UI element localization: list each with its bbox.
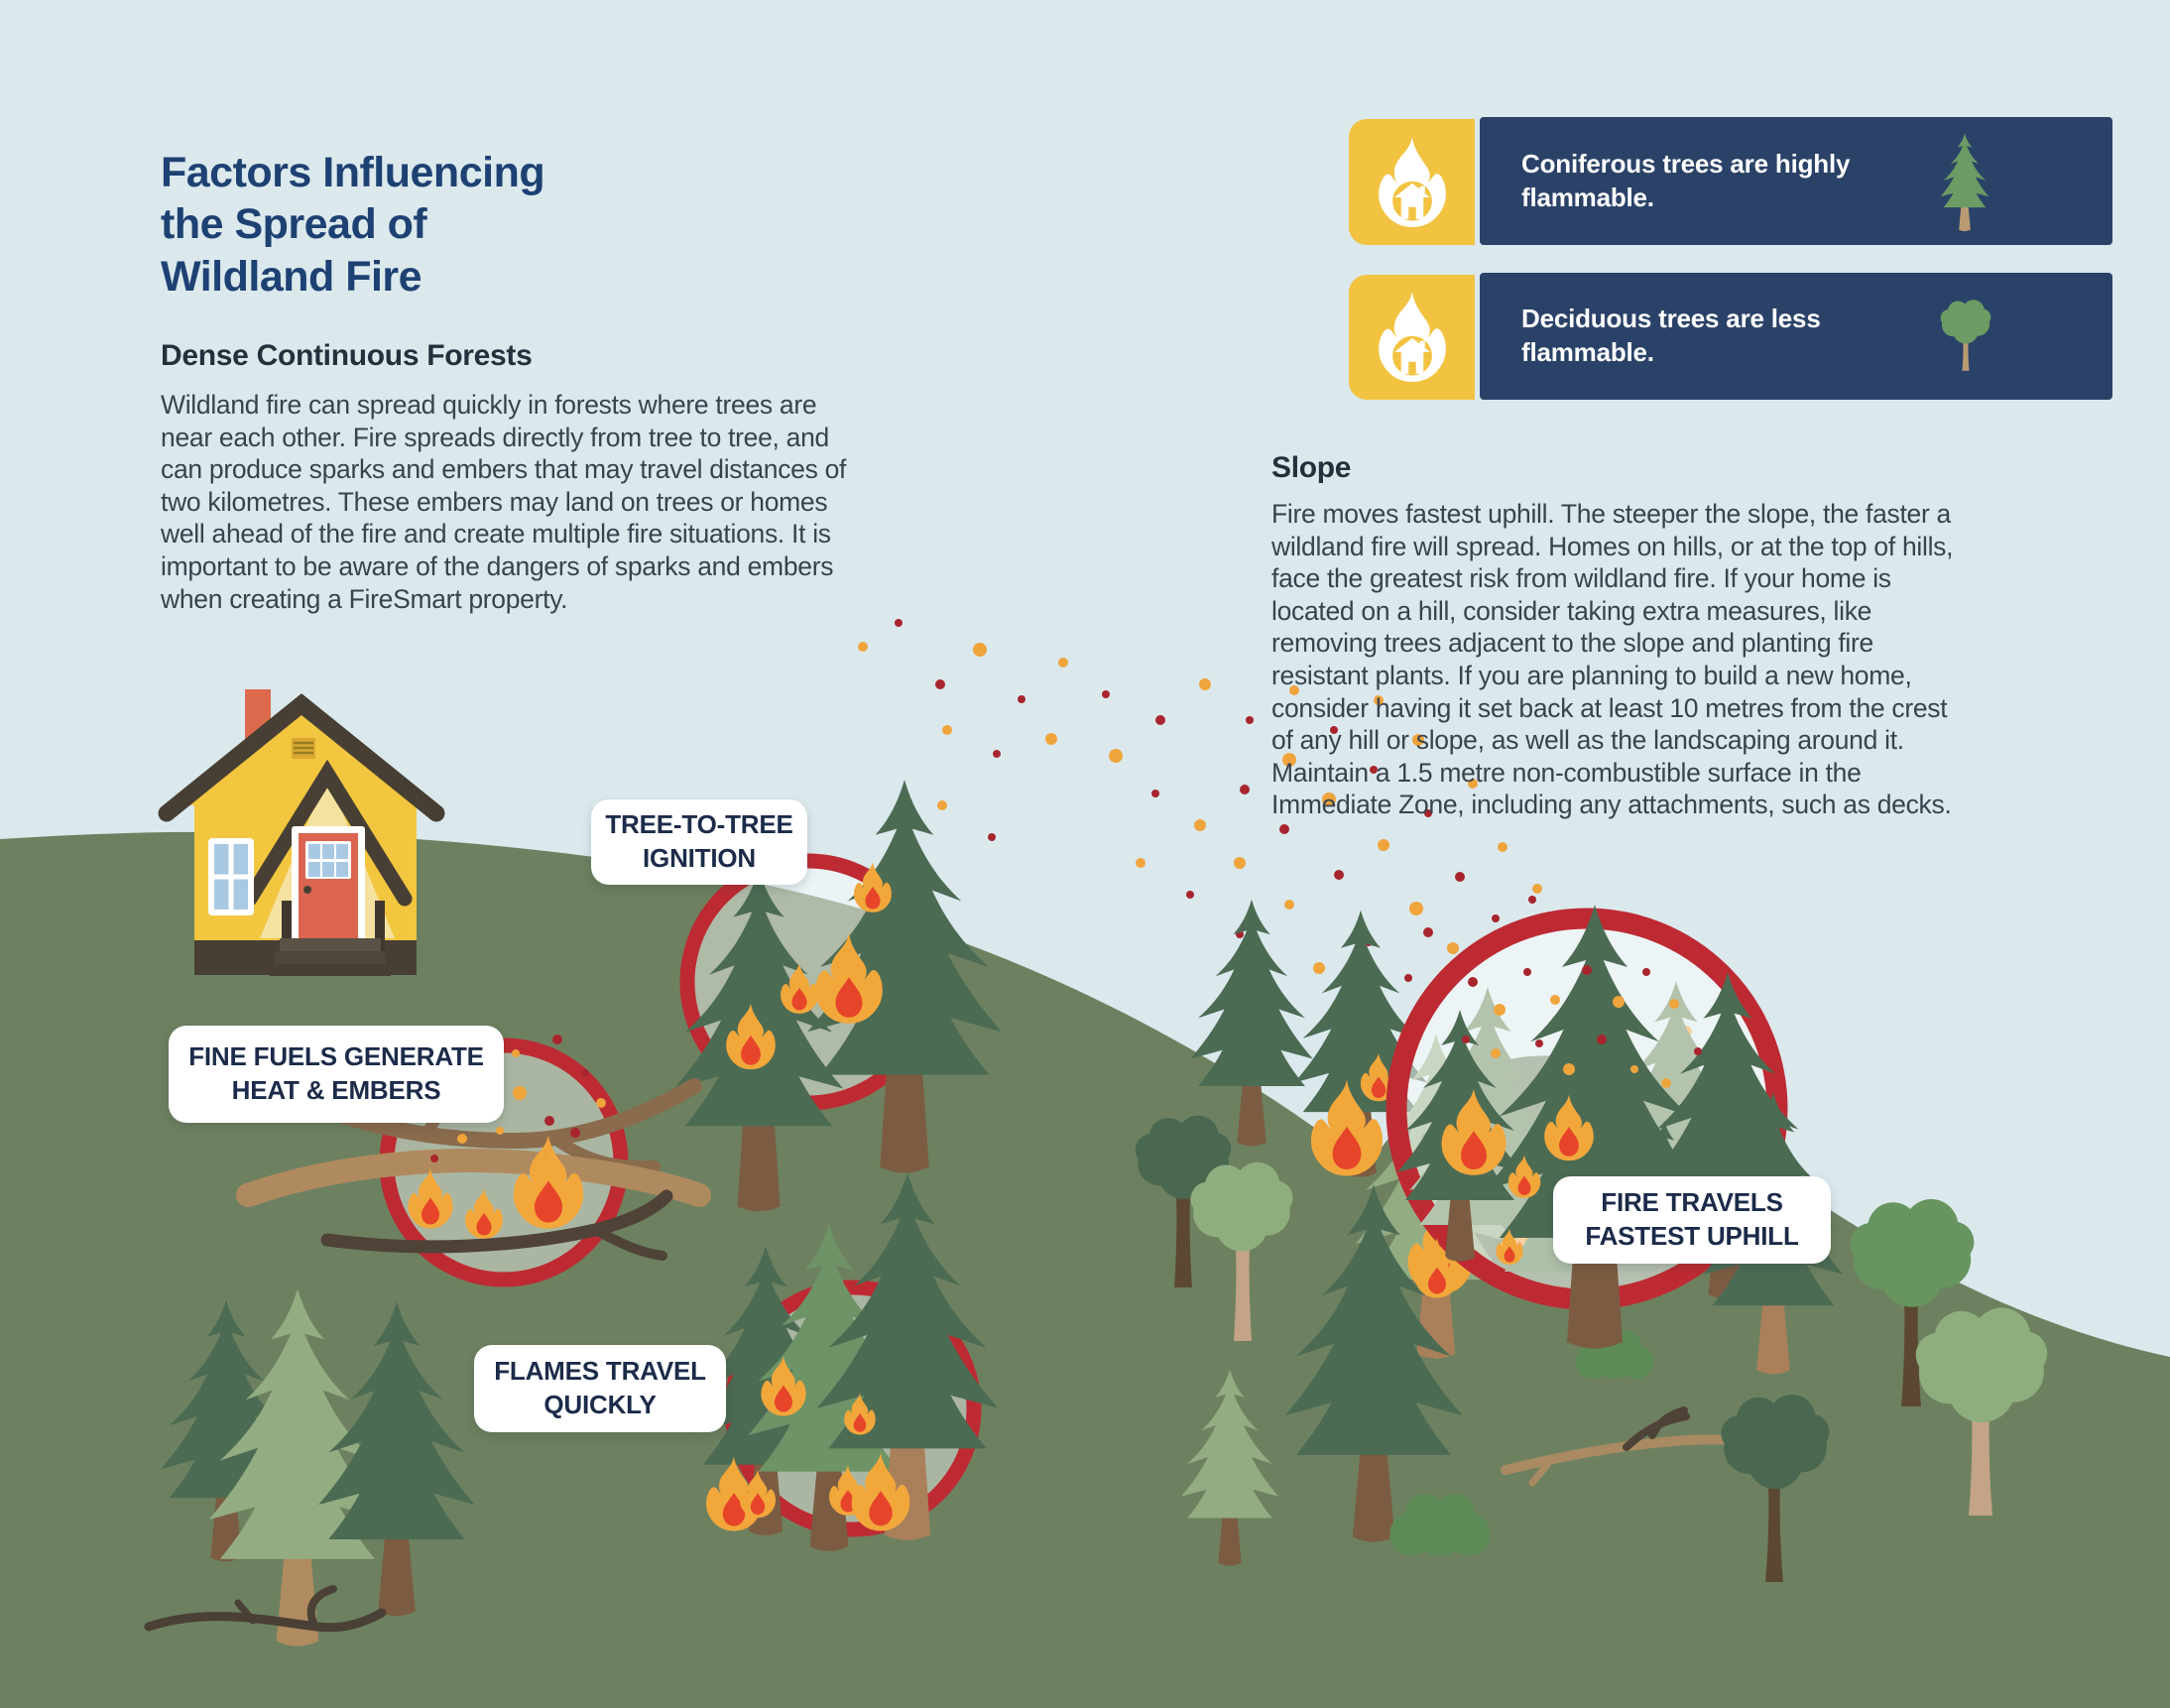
label-line: FIRE TRAVELS (1601, 1187, 1783, 1218)
label-flames-travel-quickly: FLAMES TRAVEL QUICKLY (474, 1345, 726, 1432)
firesmart-icon-tile (1349, 119, 1475, 245)
slope-heading: Slope (1271, 451, 1352, 484)
label-line: FASTEST UPHILL (1585, 1221, 1799, 1251)
dense-forests-body: Wildland fire can spread quickly in fore… (161, 390, 847, 614)
left-tree-cluster (144, 1288, 475, 1647)
right-tree-cluster (1629, 1092, 2048, 1582)
coniferous-callout-text: Coniferous trees are highly flammable. (1521, 148, 1851, 212)
page-title-line: Factors Influencing (161, 149, 545, 196)
flames-travel-circle (693, 1172, 999, 1551)
deciduous-callout: Deciduous trees are less flammable. (1480, 273, 2112, 400)
label-line: FINE FUELS GENERATE (188, 1041, 484, 1072)
deciduous-callout-text: Deciduous trees are less flammable. (1521, 304, 1821, 367)
porch-steps (280, 938, 381, 951)
label-line: FLAMES TRAVEL (494, 1356, 706, 1387)
coniferous-tree-icon (1940, 133, 1989, 232)
deciduous-tree-icon (1940, 300, 1991, 371)
label-line: TREE-TO-TREE (605, 809, 793, 840)
label-tree-to-tree-ignition: TREE-TO-TREE IGNITION (591, 799, 807, 885)
label-line: IGNITION (643, 843, 756, 873)
slope-body: Fire moves fastest uphill. The steeper t… (1271, 499, 1954, 820)
firesmart-icon-tile (1349, 275, 1475, 400)
label-line: QUICKLY (543, 1390, 657, 1419)
label-line: HEAT & EMBERS (231, 1075, 441, 1105)
ember-dots (1462, 965, 1702, 1088)
label-fine-fuels: FINE FUELS GENERATE HEAT & EMBERS (169, 1026, 504, 1123)
firesmart-flame-icon (1378, 136, 1446, 227)
firesmart-flame-icon (1378, 292, 1446, 382)
label-fire-travels-fastest-uphill: FIRE TRAVELS FASTEST UPHILL (1553, 1176, 1831, 1264)
page-title-line: the Spread of (161, 200, 427, 249)
coniferous-callout: Coniferous trees are highly flammable. (1480, 117, 2112, 245)
fallen-branch (144, 1585, 387, 1633)
roof (158, 693, 445, 822)
ember-trail (858, 619, 1692, 1037)
dense-forests-heading: Dense Continuous Forests (161, 339, 533, 372)
tree-to-tree-ignition-circle (673, 780, 1002, 1212)
page-title-line: Wildland Fire (161, 252, 422, 301)
page-title: Factors Influencing the Spread of Wildla… (161, 147, 637, 303)
house (158, 689, 445, 976)
